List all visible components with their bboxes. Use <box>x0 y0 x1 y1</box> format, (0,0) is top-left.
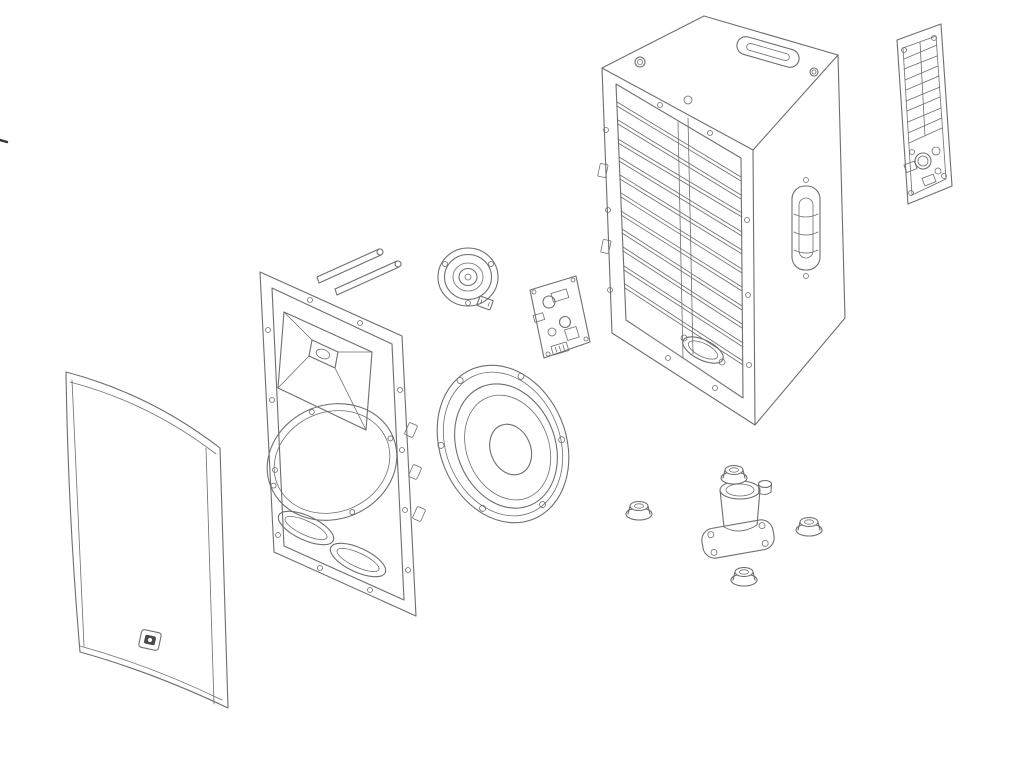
part-cabinet-enclosure <box>597 15 846 426</box>
part-compression-driver <box>437 247 499 311</box>
pole-socket-knob <box>757 479 773 495</box>
part-crossover-pcb <box>529 275 591 359</box>
mounting-rods <box>316 248 402 296</box>
woofer-opening <box>266 403 398 521</box>
stray-edge-mark <box>0 138 9 144</box>
grille-logo-badge-icon <box>138 629 162 651</box>
part-woofer <box>436 364 570 524</box>
part-front-baffle <box>259 248 426 617</box>
internal-bracing-ribs <box>616 101 744 366</box>
cabinet-grille-clips <box>597 163 612 254</box>
part-rubber-foot-4 <box>730 566 758 587</box>
amp-connector-cluster <box>903 146 942 187</box>
bass-port-left <box>277 510 335 546</box>
cabinet-rim-screw-holes <box>603 102 752 391</box>
top-handle <box>736 36 800 68</box>
cabinet-top-screws <box>634 56 819 105</box>
part-amplifier-rear-panel <box>896 23 953 205</box>
bass-port-right <box>329 542 387 578</box>
part-rubber-foot-2 <box>720 464 748 485</box>
part-front-grille <box>65 371 229 709</box>
amp-heatsink-slats <box>903 41 943 144</box>
baffle-edge-clips <box>404 422 426 522</box>
horn-waveguide <box>277 311 373 431</box>
part-pole-mount-socket <box>701 479 775 559</box>
part-rubber-foot-3 <box>795 516 823 537</box>
side-handle <box>791 177 821 279</box>
baffle-screw-holes <box>265 297 411 593</box>
amp-panel-screws <box>901 35 947 196</box>
pcb-connector <box>550 341 570 356</box>
part-rubber-foot-1 <box>625 500 653 521</box>
pole-cup-recess <box>680 334 726 366</box>
driver-terminal <box>476 295 494 311</box>
